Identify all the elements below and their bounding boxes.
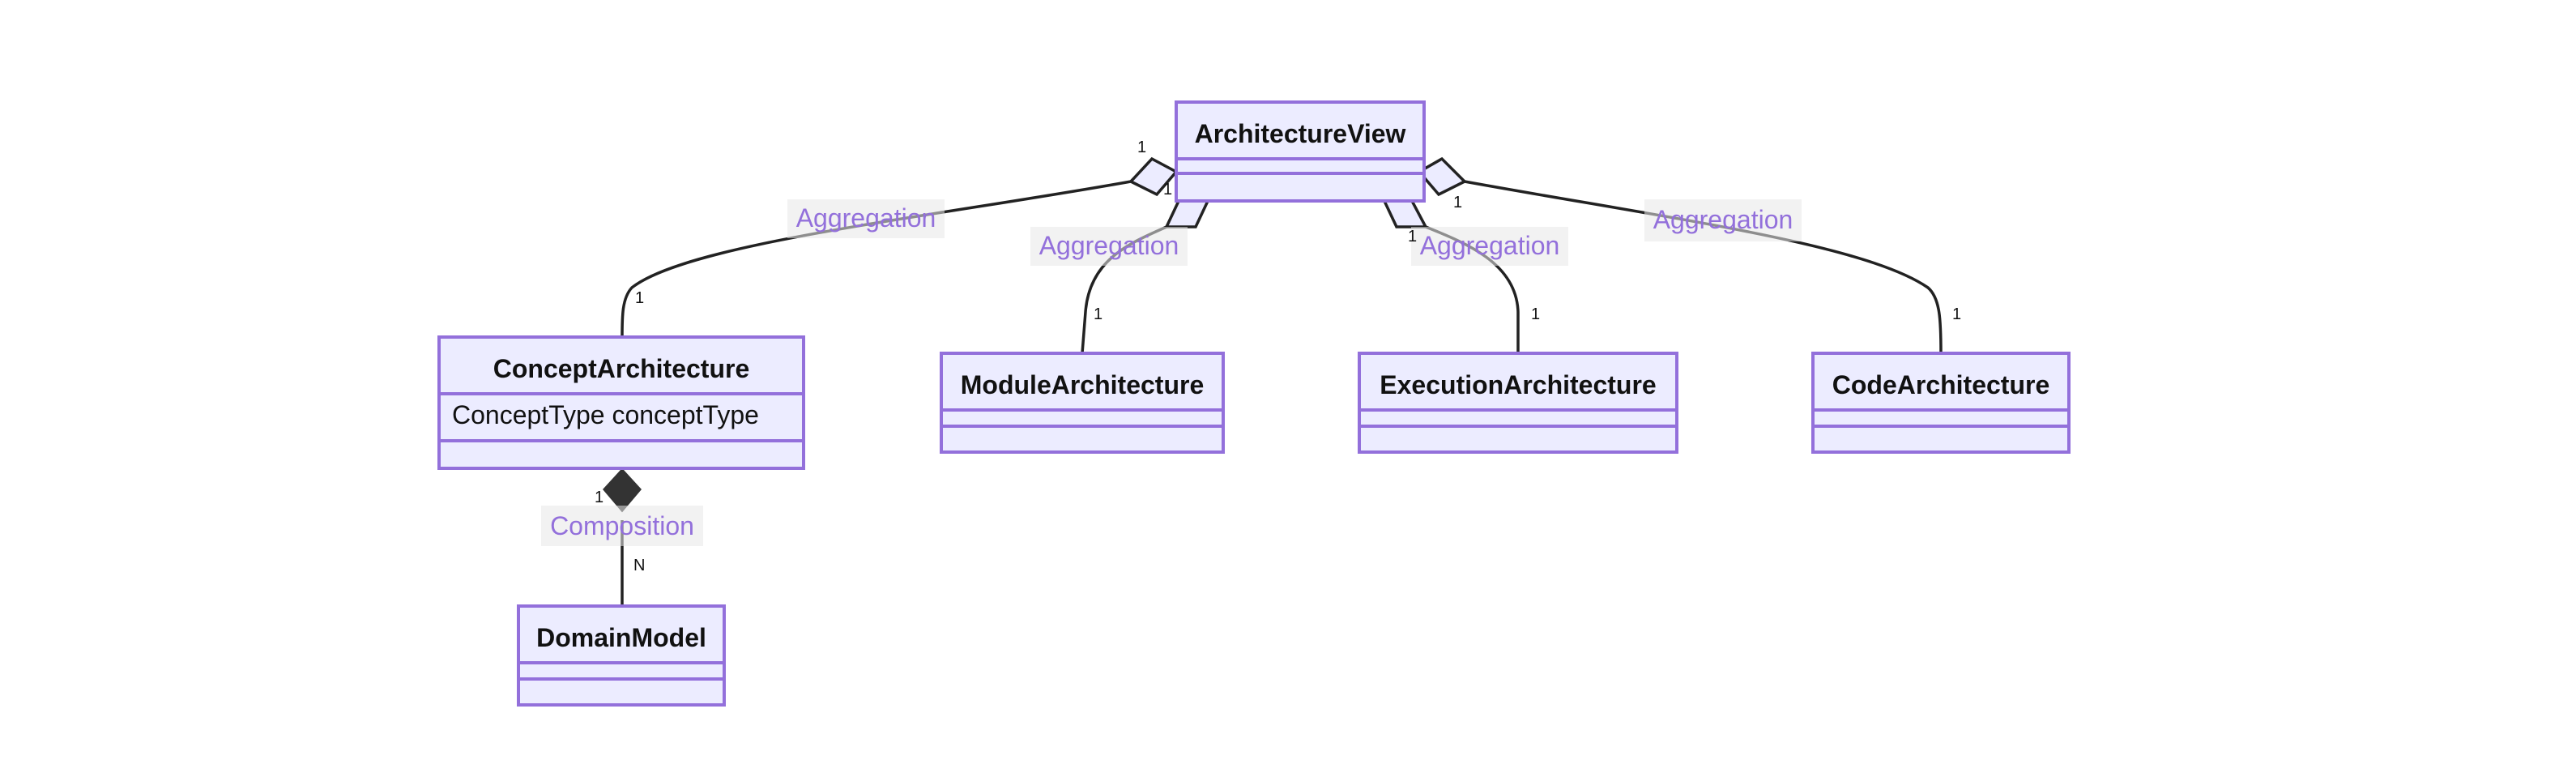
card-code-source: 1 <box>1453 194 1462 211</box>
class-name: ConceptArchitecture <box>493 354 750 383</box>
edges <box>621 180 1943 606</box>
class-architecture-view[interactable]: ArchitectureView <box>1175 100 1426 203</box>
edge-view-to-concept <box>621 180 1132 338</box>
card-concept-source: 1 <box>1137 139 1146 156</box>
edge-label-concept: Aggregation <box>787 199 945 238</box>
label-aggregation-code: Aggregation <box>1653 205 1793 234</box>
edge-label-code: Aggregation <box>1644 199 1802 241</box>
card-code-target: 1 <box>1952 305 1961 323</box>
cardinalities: 1 1 1 1 1 1 1 1 1 N <box>595 139 1961 574</box>
class-name: CodeArchitecture <box>1832 370 2050 399</box>
composition-diamond <box>603 468 642 513</box>
class-name: ExecutionArchitecture <box>1380 370 1656 399</box>
class-attribute: ConceptType conceptType <box>452 400 759 429</box>
card-execution-target: 1 <box>1531 305 1540 323</box>
card-domain-source: 1 <box>595 489 603 506</box>
card-execution-source: 1 <box>1408 228 1417 246</box>
card-module-source: 1 <box>1163 181 1172 199</box>
aggregation-diamond-code <box>1417 156 1467 197</box>
class-concept-architecture[interactable]: ConceptArchitecture ConceptType conceptT… <box>437 335 805 470</box>
label-composition: Composition <box>550 511 694 540</box>
card-module-target: 1 <box>1094 305 1102 323</box>
label-aggregation-execution: Aggregation <box>1420 231 1560 260</box>
edge-label-module: Aggregation <box>1030 227 1188 266</box>
class-domain-model[interactable]: DomainModel <box>517 604 726 707</box>
edge-label-domain: Composition <box>541 506 703 546</box>
class-code-architecture[interactable]: CodeArchitecture <box>1811 352 2071 454</box>
class-name: DomainModel <box>536 623 706 652</box>
card-concept-target: 1 <box>635 289 644 307</box>
aggregation-diamond-execution <box>1381 198 1428 228</box>
edge-label-execution: Aggregation <box>1411 227 1568 266</box>
class-name: ArchitectureView <box>1195 119 1406 148</box>
label-aggregation-concept: Aggregation <box>796 203 936 233</box>
aggregation-diamond-module <box>1164 198 1211 228</box>
class-name: ModuleArchitecture <box>961 370 1204 399</box>
card-domain-target: N <box>633 557 645 574</box>
edge-view-to-code <box>1464 180 1943 354</box>
class-execution-architecture[interactable]: ExecutionArchitecture <box>1358 352 1678 454</box>
label-aggregation-module: Aggregation <box>1039 231 1179 260</box>
class-module-architecture[interactable]: ModuleArchitecture <box>940 352 1225 454</box>
edge-labels: Aggregation Aggregation Aggregation Aggr… <box>541 199 1802 546</box>
